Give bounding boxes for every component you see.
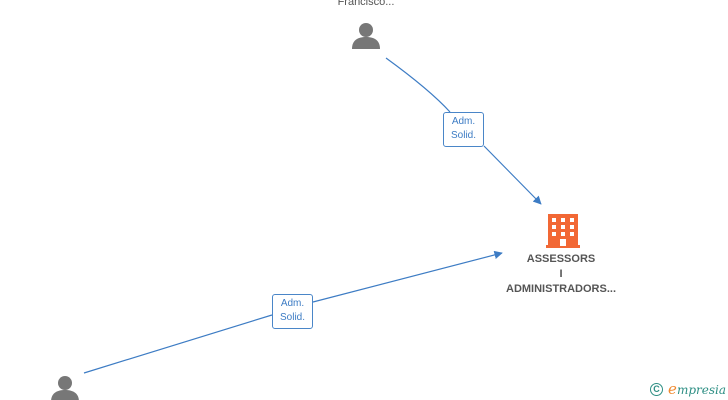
company-label-line: ASSESSORS <box>526 253 596 265</box>
brand-name: mpresia <box>676 383 726 397</box>
empresia-watermark: C empresia <box>650 380 726 398</box>
building-icon[interactable] <box>546 214 580 248</box>
edge-line-top <box>385 57 541 204</box>
person-label-top[interactable]: Francisco... <box>337 0 395 8</box>
brand-initial: e <box>668 380 677 398</box>
copyright-icon: C <box>650 382 664 396</box>
edge-label-line: Solid. <box>279 312 305 323</box>
edge-line-bottom <box>83 253 502 374</box>
empresia-logo: empresia <box>668 380 726 398</box>
edge-label-top[interactable]: Adm. Solid. <box>443 112 484 147</box>
company-label-line: ADMINISTRADORS... <box>506 283 616 295</box>
edge-label-line: Solid. <box>450 130 476 141</box>
company-label[interactable]: ASSESSORS I ADMINISTRADORS... <box>481 252 641 297</box>
edge-label-line: Adm. <box>280 298 305 309</box>
person-icon[interactable] <box>352 23 380 49</box>
edge-label-line: Adm. <box>451 116 476 127</box>
person-icon[interactable] <box>51 376 79 400</box>
edge-label-bottom[interactable]: Adm. Solid. <box>272 294 313 329</box>
company-label-line: I <box>559 268 563 280</box>
